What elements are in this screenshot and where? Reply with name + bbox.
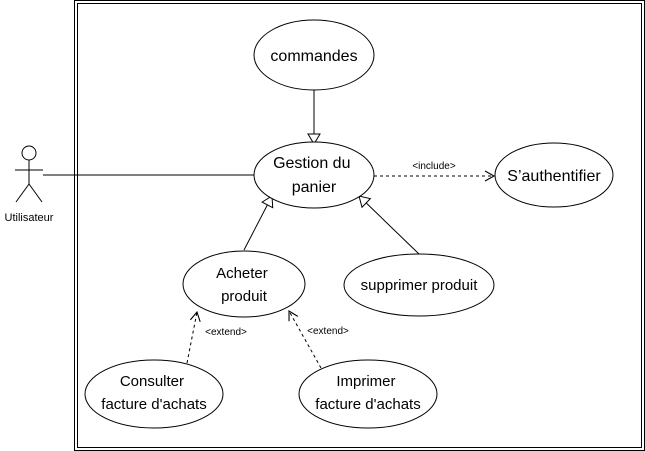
use-case-imprimer-facture-label: Imprimer facture d'achats (315, 373, 420, 413)
use-case-consulter-facture-label: Consulter facture d'achats (101, 373, 206, 413)
extend-imprimer-acheter (288, 310, 322, 369)
actor-left-leg (15, 183, 30, 203)
use-case-imprimer-facture-shape (298, 359, 438, 429)
include-label: <include> (412, 161, 456, 172)
use-case-imprimer-facture[interactable]: Imprimer facture d'achats (298, 359, 438, 429)
use-case-supprimer-produit[interactable]: supprimer produit (343, 253, 495, 317)
use-case-gestion-panier-line-2: panier (292, 179, 337, 196)
use-case-consulter-facture-shape (84, 359, 224, 429)
use-case-commandes-label: commandes (270, 48, 357, 65)
system-boundary-inner (77, 3, 642, 448)
use-case-imprimer-facture-line-1: Imprimer (336, 373, 395, 390)
use-case-gestion-panier[interactable]: Gestion du panier (253, 141, 375, 209)
extend-imprimer-label: <extend> (307, 326, 349, 337)
extend-consulter-acheter (186, 310, 201, 364)
use-case-authentifier-line-1: S’authentifier (507, 168, 601, 185)
use-case-authentifier-label: S’authentifier (507, 168, 601, 185)
use-case-gestion-panier-label: Gestion du panier (273, 155, 355, 196)
use-case-authentifier-shape (494, 142, 614, 208)
use-case-supprimer-produit-shape (343, 253, 495, 317)
use-case-commandes-line-1: commandes (270, 48, 357, 65)
use-case-gestion-panier-line-1: Gestion du (273, 155, 350, 172)
use-case-consulter-facture[interactable]: Consulter facture d'achats (84, 359, 224, 429)
use-case-acheter-produit-shape (182, 250, 306, 318)
use-case-acheter-produit-line-2: produit (221, 288, 268, 305)
use-case-consulter-facture-line-1: Consulter (120, 373, 184, 390)
actor-right-leg (28, 183, 43, 203)
use-case-acheter-produit-label: Acheter produit (216, 265, 272, 305)
use-case-supprimer-produit-label: supprimer produit (361, 277, 479, 294)
extend-consulter-label: <extend> (205, 327, 247, 338)
actor-head (21, 145, 37, 161)
use-case-imprimer-facture-line-2: facture d'achats (315, 396, 420, 413)
use-case-acheter-produit-line-1: Acheter (216, 265, 268, 282)
generalization-acheter-gestion (243, 195, 274, 251)
actor-utilisateur[interactable]: Utilisateur (5, 145, 54, 224)
generalization-supprimer-gestion (358, 195, 420, 255)
use-case-authentifier[interactable]: S’authentifier (494, 142, 614, 208)
use-case-gestion-panier-shape (253, 141, 375, 209)
use-case-consulter-facture-line-2: facture d'achats (101, 396, 206, 413)
use-case-commandes-shape (253, 19, 375, 91)
use-case-acheter-produit[interactable]: Acheter produit (182, 250, 306, 318)
actor-label: Utilisateur (5, 212, 54, 224)
use-case-commandes[interactable]: commandes (253, 19, 375, 91)
use-case-supprimer-produit-line-1: supprimer produit (361, 277, 479, 294)
